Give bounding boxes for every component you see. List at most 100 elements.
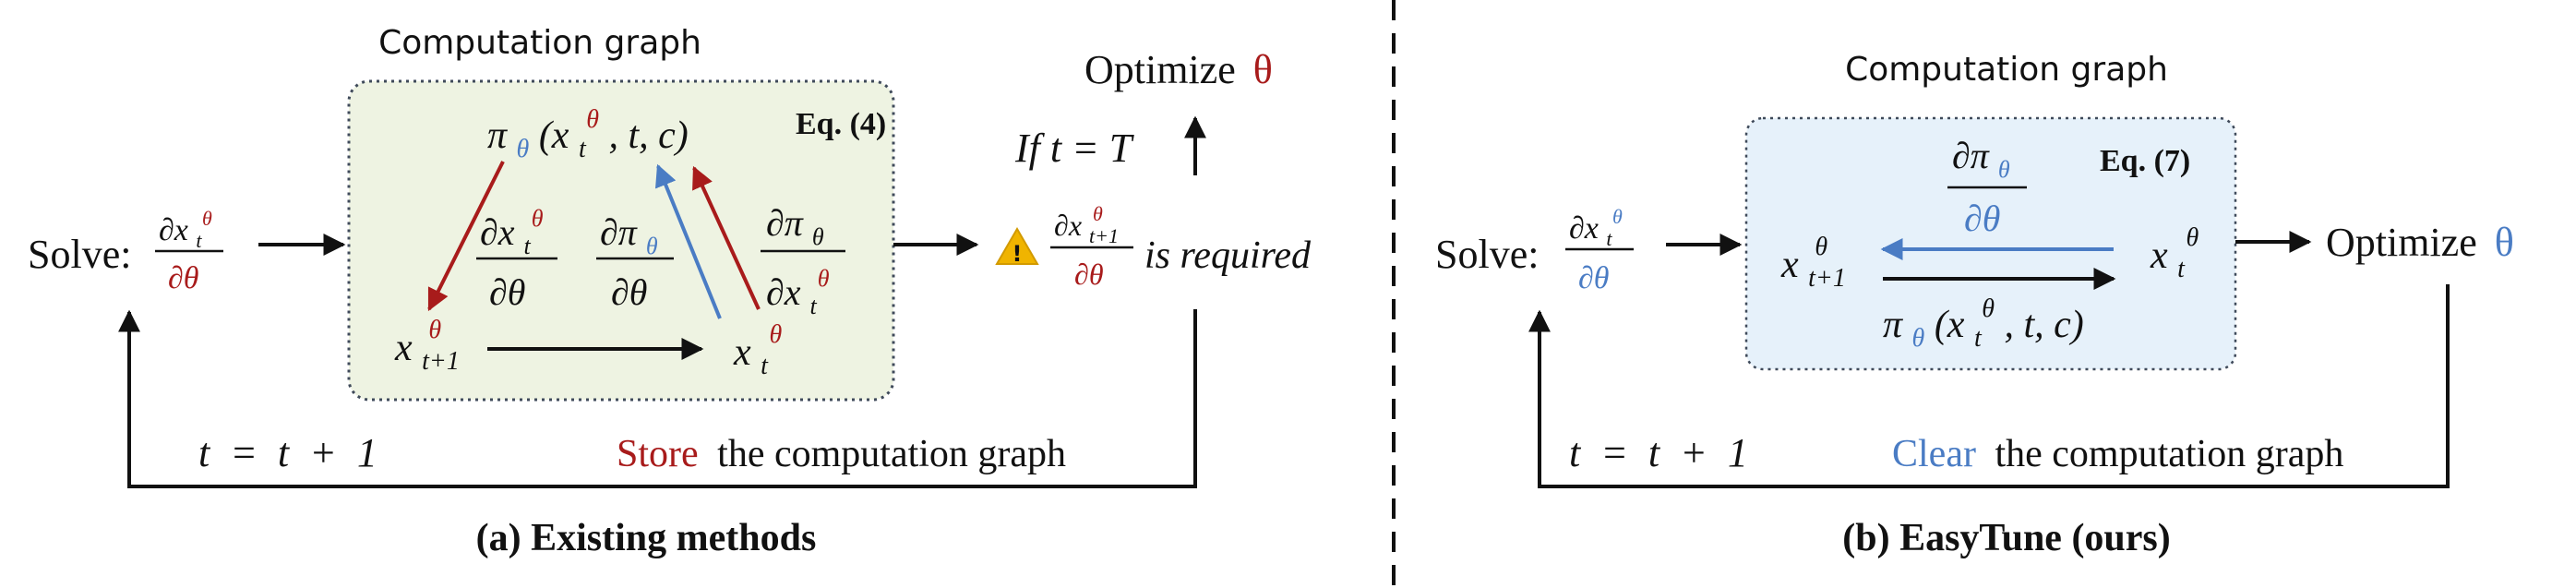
required-den-a: ∂θ (1074, 258, 1104, 291)
graph-title-a: Computation graph (378, 24, 701, 62)
node-cur-x-b: x (2150, 234, 2168, 277)
node-cur-sup-b: θ (2186, 223, 2199, 252)
store-text-a: Store the computation graph (617, 433, 1066, 475)
policy-rest-b: , t, c) (2005, 304, 2084, 346)
grad-den-b: ∂θ (1964, 198, 2000, 239)
svg-text:∂θ: ∂θ (611, 271, 647, 313)
policy-open-b: (x (1935, 304, 1965, 346)
solve-label-b: Solve: (1435, 232, 1539, 277)
node-next-sub-b: t+1 (1808, 264, 1846, 293)
eq-label-a: Eq. (4) (796, 107, 886, 141)
condition-a: If t = T (1014, 126, 1135, 171)
loop-update-b: t = t + 1 (1569, 430, 1748, 475)
svg-text:∂x t+1 θ: ∂x t+1 θ (1054, 202, 1126, 249)
caption-a: (a) Existing methods (476, 517, 817, 559)
store-rest-a: the computation graph (717, 433, 1066, 475)
required-num-a: ∂x (1054, 209, 1082, 242)
node-next-x-b: x (1780, 244, 1799, 286)
solve-expression-b: Solve: ∂x t θ ∂θ (1435, 205, 1634, 295)
edge-blue-up-a (655, 163, 722, 319)
grad2-den-a: ∂θ (611, 271, 647, 313)
node-next-b: x t+1 θ (1780, 233, 1855, 295)
solve-frac-num-b: ∂x (1569, 211, 1599, 246)
node-next-sub-a: t+1 (422, 347, 460, 376)
loop-update-a: t = t + 1 (198, 430, 377, 475)
clear-rest-b: the computation graph (1995, 433, 2343, 475)
policy-sub-a: θ (517, 135, 530, 163)
warning-glyph: ! (1012, 241, 1023, 267)
node-cur-a: x t θ (733, 320, 782, 383)
svg-text:∂π θ: ∂π θ (600, 211, 658, 259)
optimize-label-a: Optimize (1084, 47, 1236, 92)
clear-text-b: Clear the computation graph (1892, 433, 2343, 475)
grad1-num-sup-a: θ (532, 205, 544, 232)
grad1-num-a: ∂x (480, 211, 515, 253)
solve-frac-num-sub-a: t (196, 229, 202, 252)
node-next-a: x t+1 θ (394, 316, 469, 378)
grad3-num-sub-a: θ (812, 223, 824, 250)
policy-pi-a: π (487, 114, 508, 157)
grad-dpi-dtheta-b: ∂π θ ∂θ (1947, 135, 2027, 239)
svg-text:∂x t θ: ∂x t θ (766, 265, 830, 322)
eq-label-b: Eq. (7) (2100, 144, 2190, 178)
required-expression-a: ∂x t+1 θ ∂θ is required (1050, 202, 1312, 291)
clear-word-b: Clear (1892, 433, 1976, 475)
required-num-sub-a: t+1 (1089, 224, 1119, 247)
optimize-a: Optimize θ (1084, 47, 1273, 92)
grad-num-sub-b: θ (1998, 156, 2010, 183)
node-next-sup-a: θ (428, 316, 441, 344)
node-cur-sub-a: t (761, 352, 769, 380)
solve-label-a: Solve: (28, 232, 131, 277)
solve-frac-num-a: ∂x (159, 213, 188, 247)
warning-icon: ! (995, 227, 1039, 267)
node-cur-x-a: x (733, 331, 751, 374)
grad-dpi-dtheta-a: ∂π θ ∂θ (596, 211, 674, 313)
optimize-symbol-b: θ (2495, 220, 2514, 265)
solve-expression-a: Solve: ∂x t θ ∂θ (28, 207, 223, 295)
node-cur-b: x t θ (2150, 223, 2199, 286)
policy-x-sup-a: θ (586, 105, 599, 134)
edge-red-up-a (692, 165, 761, 310)
caption-b: (b) EasyTune (ours) (1842, 517, 2171, 559)
policy-x-sup-b: θ (1982, 294, 1995, 323)
policy-expression-a: π θ (x t θ , t, c) (487, 94, 689, 166)
grad3-den-sup-a: θ (818, 265, 830, 292)
loop-back-arrow-a (118, 309, 1197, 488)
svg-text:∂x t θ: ∂x t θ (159, 207, 212, 255)
solve-frac-num-sup-b: θ (1612, 205, 1623, 228)
svg-text:∂π θ: ∂π θ (1952, 135, 2010, 183)
computation-graph-box-a (347, 79, 895, 402)
solve-frac-num-sup-a: θ (202, 207, 212, 230)
store-word-a: Store (617, 433, 699, 475)
solve-frac-num-sub-b: t (1606, 227, 1612, 250)
policy-pi-b: π (1883, 304, 1903, 346)
node-cur-sup-a: θ (769, 320, 782, 349)
grad2-num-a: ∂π (600, 211, 638, 253)
policy-x-sub-a: t (579, 135, 587, 163)
policy-x-sub-b: t (1974, 324, 1983, 353)
node-next-x-a: x (394, 327, 413, 369)
solve-frac-den-b: ∂θ (1578, 261, 1610, 295)
svg-text:∂π θ: ∂π θ (766, 202, 824, 250)
grad-dpi-dx-a: ∂π θ ∂x t θ (761, 202, 845, 322)
required-num-sup-a: θ (1093, 202, 1103, 225)
node-cur-sub-b: t (2177, 255, 2186, 283)
panel-b: Computation graph Eq. (7) Solve: ∂x t θ … (1435, 51, 2514, 559)
panel-a: Computation graph Eq. (4) Solve: ∂x t θ … (28, 24, 1312, 559)
loop-back-arrow-b (1528, 284, 2450, 488)
grad3-den-a: ∂x (766, 271, 801, 313)
grad3-den-sub-a: t (810, 293, 818, 319)
optimize-b: Optimize θ (2326, 220, 2514, 265)
grad3-num-a: ∂π (766, 202, 804, 244)
optimize-label-b: Optimize (2326, 220, 2477, 265)
graph-title-b: Computation graph (1845, 51, 2168, 89)
policy-open-a: (x (539, 114, 569, 157)
policy-sub-b: θ (1912, 324, 1925, 353)
grad1-num-sub-a: t (524, 233, 532, 259)
grad-num-b: ∂π (1952, 135, 1990, 176)
policy-expression-b: π θ (x t θ , t, c) (1883, 283, 2084, 355)
grad1-den-a: ∂θ (489, 271, 525, 313)
policy-rest-a: , t, c) (609, 114, 689, 157)
svg-text:∂x t θ: ∂x t θ (1569, 205, 1623, 253)
